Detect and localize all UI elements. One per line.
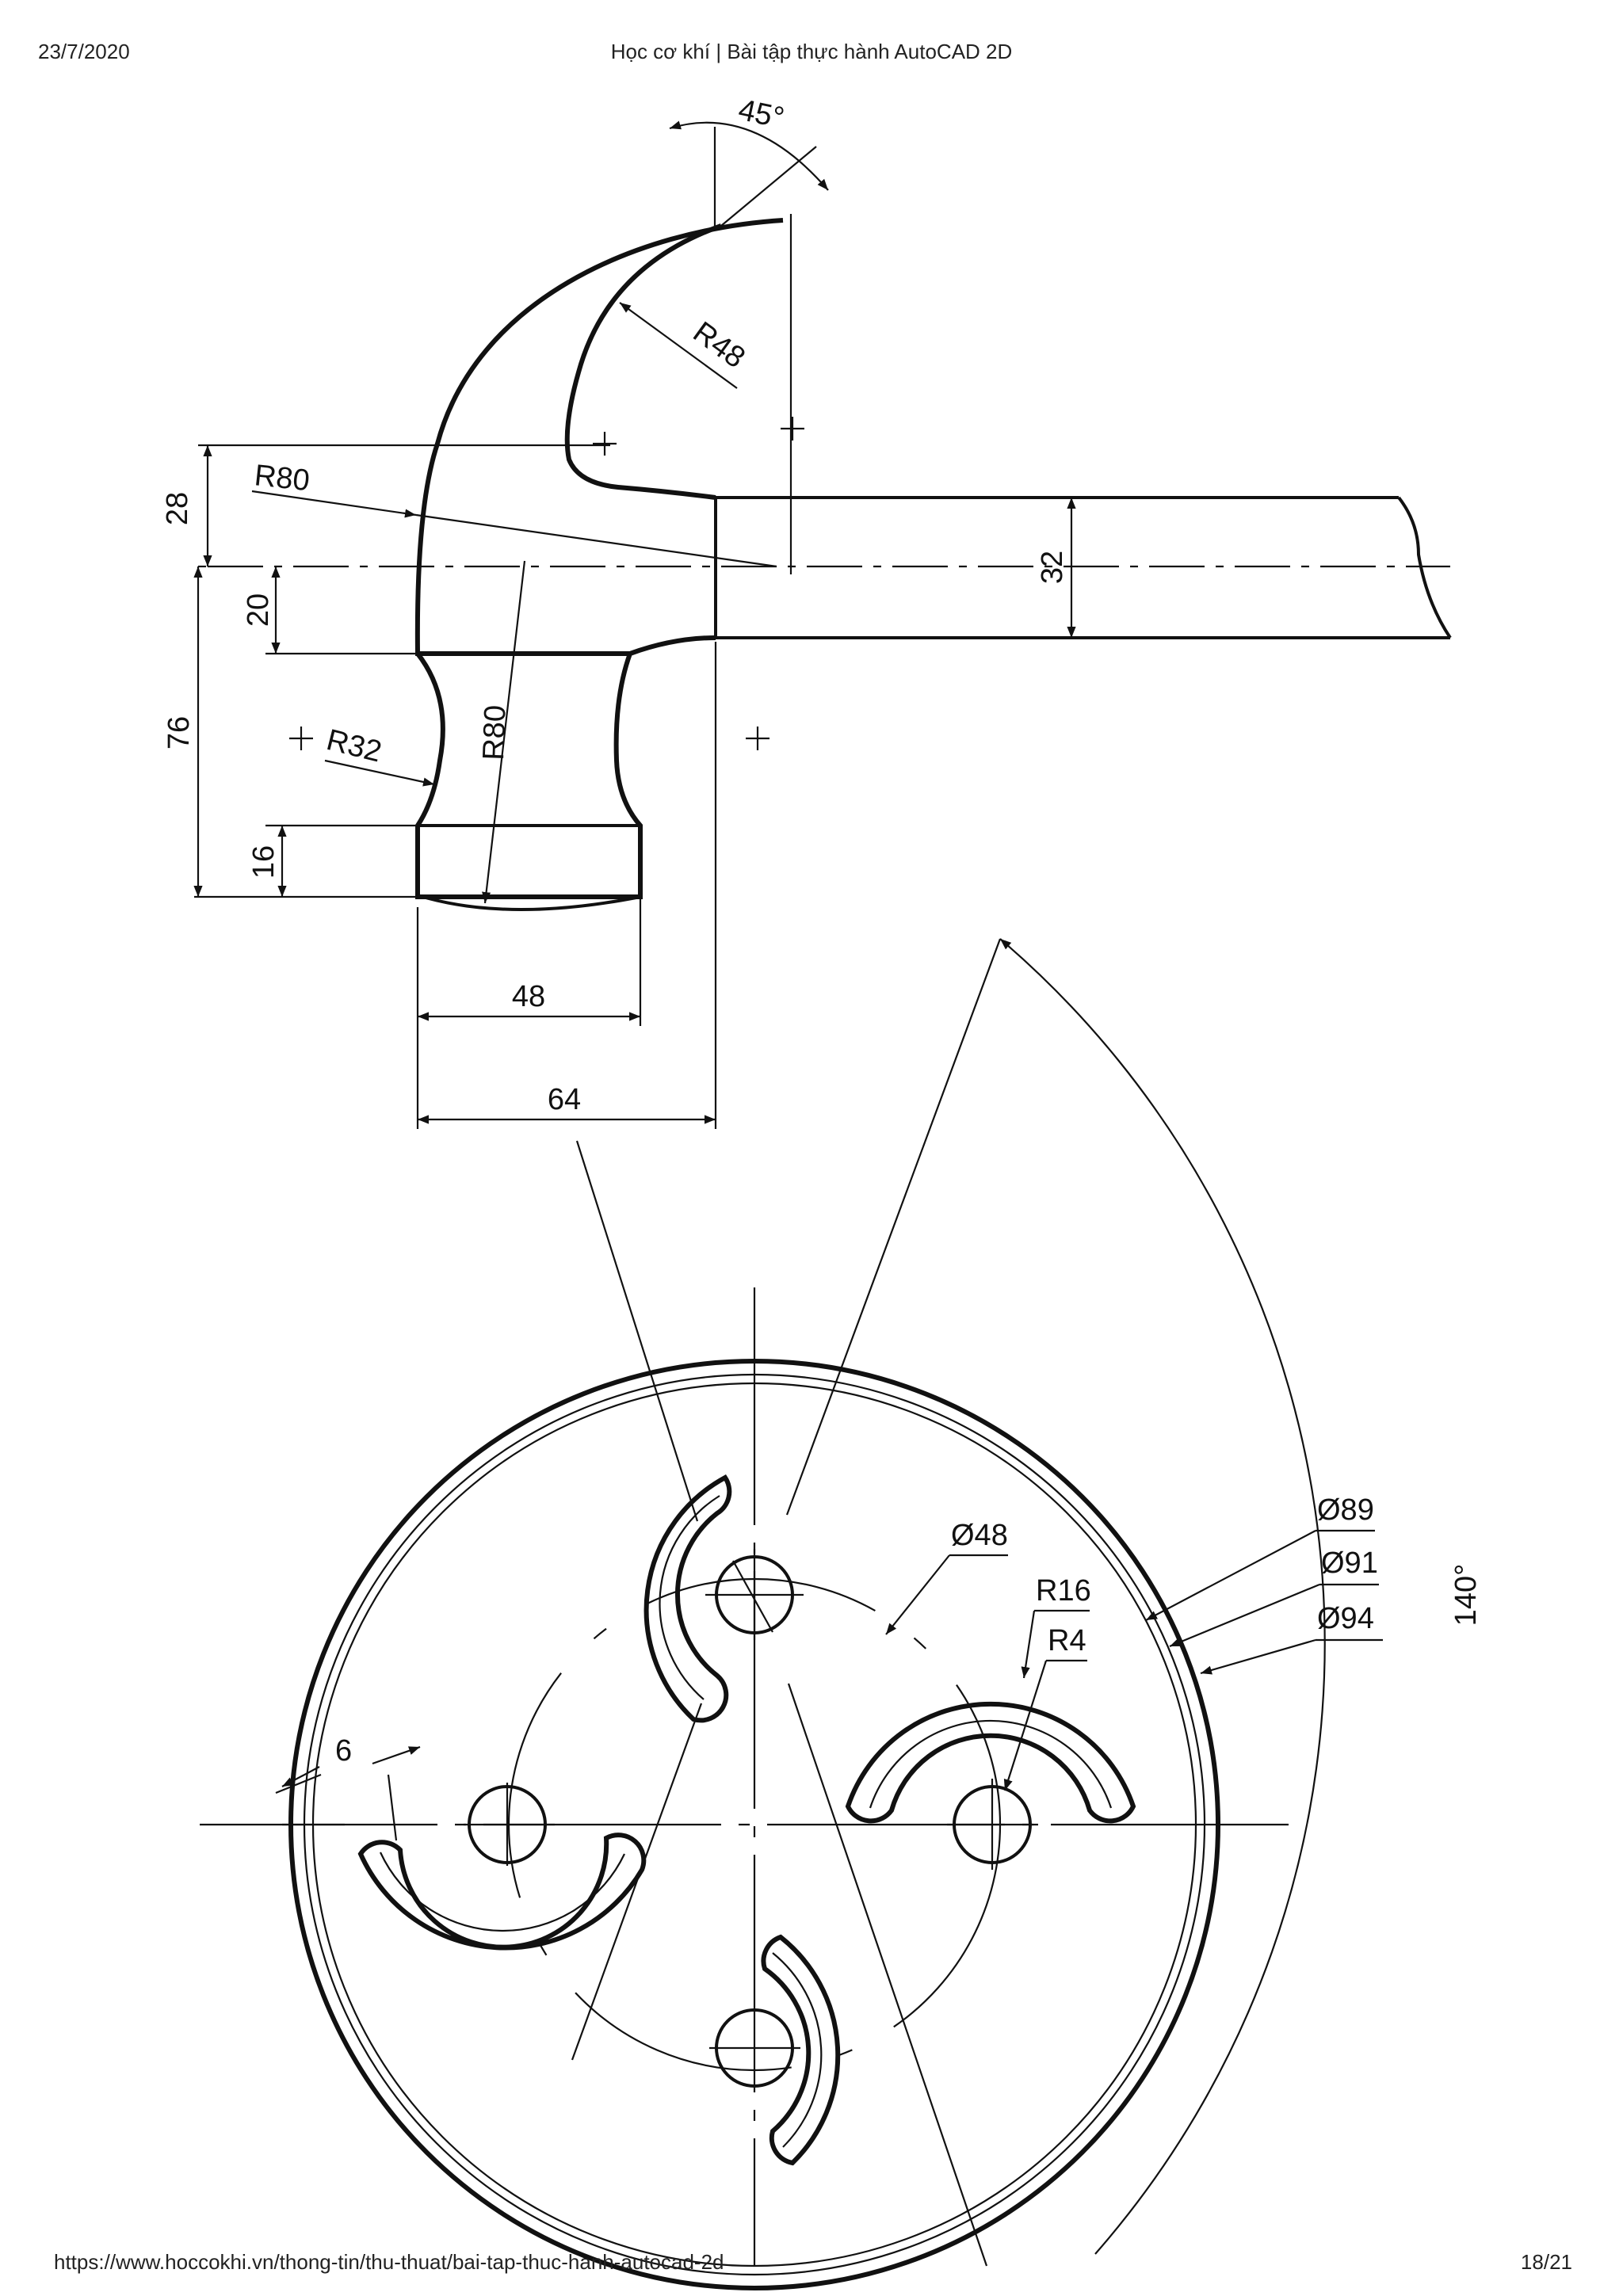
header-date: 23/7/2020 (38, 40, 130, 63)
hammer-face (416, 824, 641, 911)
dim-48-label: 48 (512, 980, 545, 1013)
dim-d91: Ø91 (1169, 1547, 1379, 1648)
dim-r80-neck-label: R80 (477, 704, 512, 761)
slot-bottom (761, 1934, 841, 2166)
dim-20: 20 (242, 566, 418, 655)
header-title: Học cơ khí | Bài tập thực hành AutoCAD 2… (610, 40, 1013, 63)
dim-r16-label: R16 (1036, 1574, 1091, 1608)
dim-32-label: 32 (1036, 551, 1069, 584)
hole-top (705, 1549, 804, 1640)
footer-page-number: 18/21 (1520, 2250, 1572, 2274)
dim-16-label: 16 (247, 845, 281, 879)
dim-r16: R16 (1021, 1574, 1091, 1679)
slot-top (643, 1474, 732, 1723)
dim-64-label: 64 (548, 1083, 581, 1116)
disc-drawing: Ø48 Ø89 Ø91 Ø94 R16 R4 (200, 938, 1483, 2290)
dim-28: 28 (161, 444, 610, 568)
dim-20-label: 20 (242, 593, 275, 627)
dim-r48-label: R48 (687, 315, 751, 375)
dim-d89-label: Ø89 (1317, 1493, 1374, 1527)
hole-left (464, 1783, 555, 1866)
dim-r4: R4 (1003, 1624, 1087, 1791)
dim-48: 48 (416, 899, 642, 1129)
dim-r48: R48 (619, 302, 751, 389)
dim-d48: Ø48 (885, 1519, 1008, 1635)
dim-d94-label: Ø94 (1317, 1602, 1374, 1635)
dim-140-angle: 140° (999, 938, 1483, 2255)
footer-url[interactable]: https://www.hoccokhi.vn/thong-tin/thu-th… (54, 2250, 724, 2274)
dim-28-label: 28 (161, 492, 194, 525)
dim-6: 6 (275, 1734, 421, 1841)
hammer-drawing: 45° R48 R80 28 20 (161, 93, 1452, 1129)
center-marks (289, 417, 804, 750)
dim-d94: Ø94 (1200, 1602, 1383, 1675)
dim-64: 64 (418, 642, 717, 1129)
dim-32: 32 (1036, 498, 1076, 638)
dim-r80-top: R80 (251, 459, 777, 568)
slot-right (845, 1701, 1136, 1824)
dim-d89: Ø89 (1145, 1493, 1375, 1621)
dim-d48-label: Ø48 (951, 1519, 1008, 1552)
dim-140-label: 140° (1449, 1564, 1483, 1627)
dim-r80-top-label: R80 (253, 459, 311, 498)
dim-r80-neck: R80 (477, 560, 526, 904)
hammer-handle (714, 496, 1452, 639)
hole-right (947, 1779, 1038, 1870)
dim-r4-label: R4 (1048, 1624, 1086, 1657)
dim-r32: R32 (323, 723, 435, 787)
dim-76: 76 (162, 566, 418, 898)
dim-45-angle: 45° (669, 93, 829, 227)
slot-left (357, 1833, 647, 1951)
dim-d91-label: Ø91 (1321, 1547, 1378, 1580)
hole-bottom (709, 2008, 800, 2088)
dim-6-label: 6 (335, 1734, 352, 1768)
dim-16: 16 (247, 824, 418, 897)
hammer-claw-inner (564, 223, 723, 500)
dim-76-label: 76 (162, 716, 196, 749)
